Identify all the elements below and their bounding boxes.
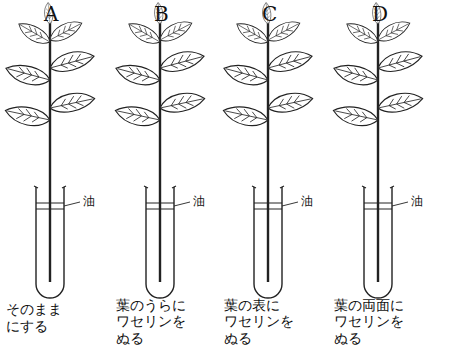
oil-label: 油: [192, 195, 206, 207]
plant-letter: B: [154, 4, 169, 24]
condition-caption: 葉の表に ワセリンを ぬる: [224, 297, 302, 347]
condition-caption: 葉の両面に ワセリンを ぬる: [334, 297, 412, 347]
plant-letter: C: [262, 4, 277, 24]
oil-label: 油: [300, 195, 314, 207]
plant-letter: A: [44, 4, 58, 24]
plant-letter: D: [372, 4, 388, 24]
condition-caption: そのまま にする: [6, 301, 84, 335]
oil-label: 油: [410, 195, 424, 207]
oil-label: 油: [82, 195, 96, 207]
condition-caption: 葉のうらに ワセリンを ぬる: [116, 297, 194, 347]
